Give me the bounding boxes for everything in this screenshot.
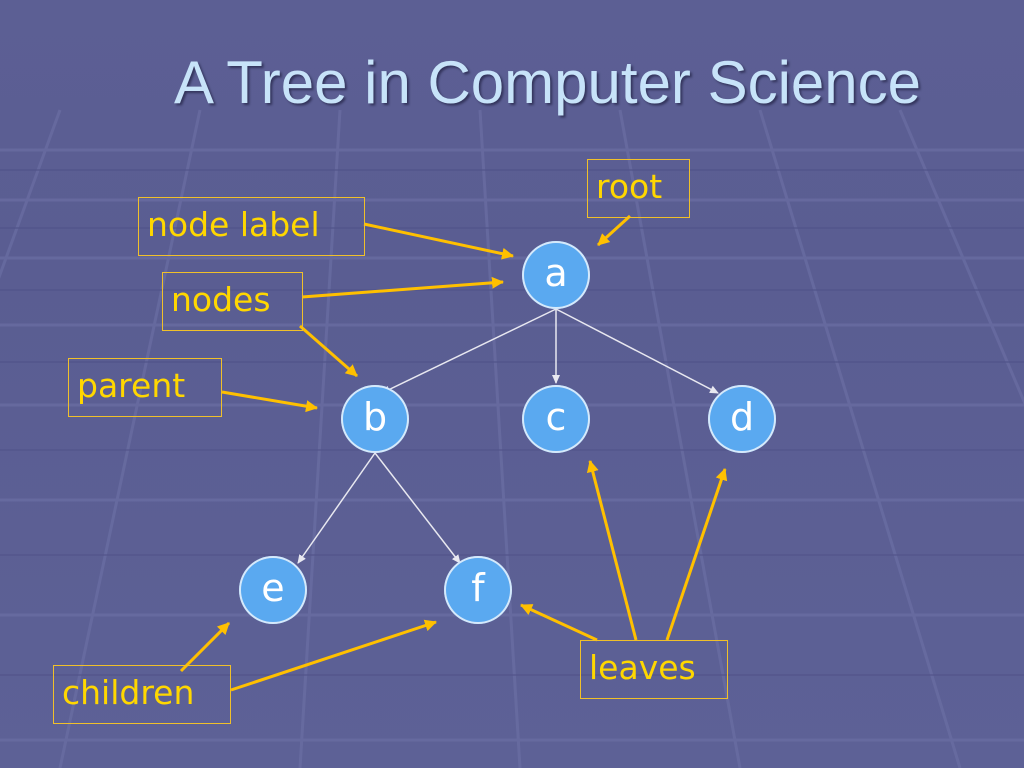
annotation-leaves: leaves: [580, 640, 728, 699]
annotation-node-label: node label: [138, 197, 365, 256]
annotation-root: root: [587, 159, 690, 218]
edge-a-d: [555, 308, 719, 394]
tree-node-b-label: b: [362, 395, 388, 439]
edge-a-b: [381, 308, 557, 394]
tree-node-f: f: [444, 556, 512, 624]
arrow-nodes-b: [299, 324, 358, 378]
arrow-nodes-a: [301, 276, 504, 299]
arrow-node-label: [363, 222, 514, 260]
tree-node-e: e: [239, 556, 307, 624]
tree-node-c-label: c: [545, 395, 567, 439]
slide-title: A Tree in Computer Science: [174, 49, 922, 116]
annotation-nodes: nodes: [162, 272, 303, 331]
annotation-parent: parent: [68, 358, 222, 417]
tree-node-a: a: [522, 241, 590, 309]
arrow-leaves-f: [520, 603, 598, 642]
arrow-children-f: [230, 619, 437, 692]
arrow-root: [596, 214, 632, 247]
arrow-leaves-d: [665, 468, 728, 641]
tree-node-a-label: a: [544, 251, 568, 295]
tree-node-e-label: e: [261, 566, 285, 610]
tree-node-f-label: f: [471, 566, 485, 610]
edge-b-e: [297, 452, 376, 564]
tree-node-c: c: [522, 385, 590, 453]
tree-node-d: d: [708, 385, 776, 453]
annotation-children: children: [53, 665, 231, 724]
edge-b-f: [374, 452, 461, 564]
tree-node-b: b: [341, 385, 409, 453]
arrow-parent: [221, 390, 318, 413]
arrow-leaves-c: [586, 460, 638, 641]
tree-node-d-label: d: [729, 395, 755, 439]
arrow-children-e: [179, 621, 231, 673]
